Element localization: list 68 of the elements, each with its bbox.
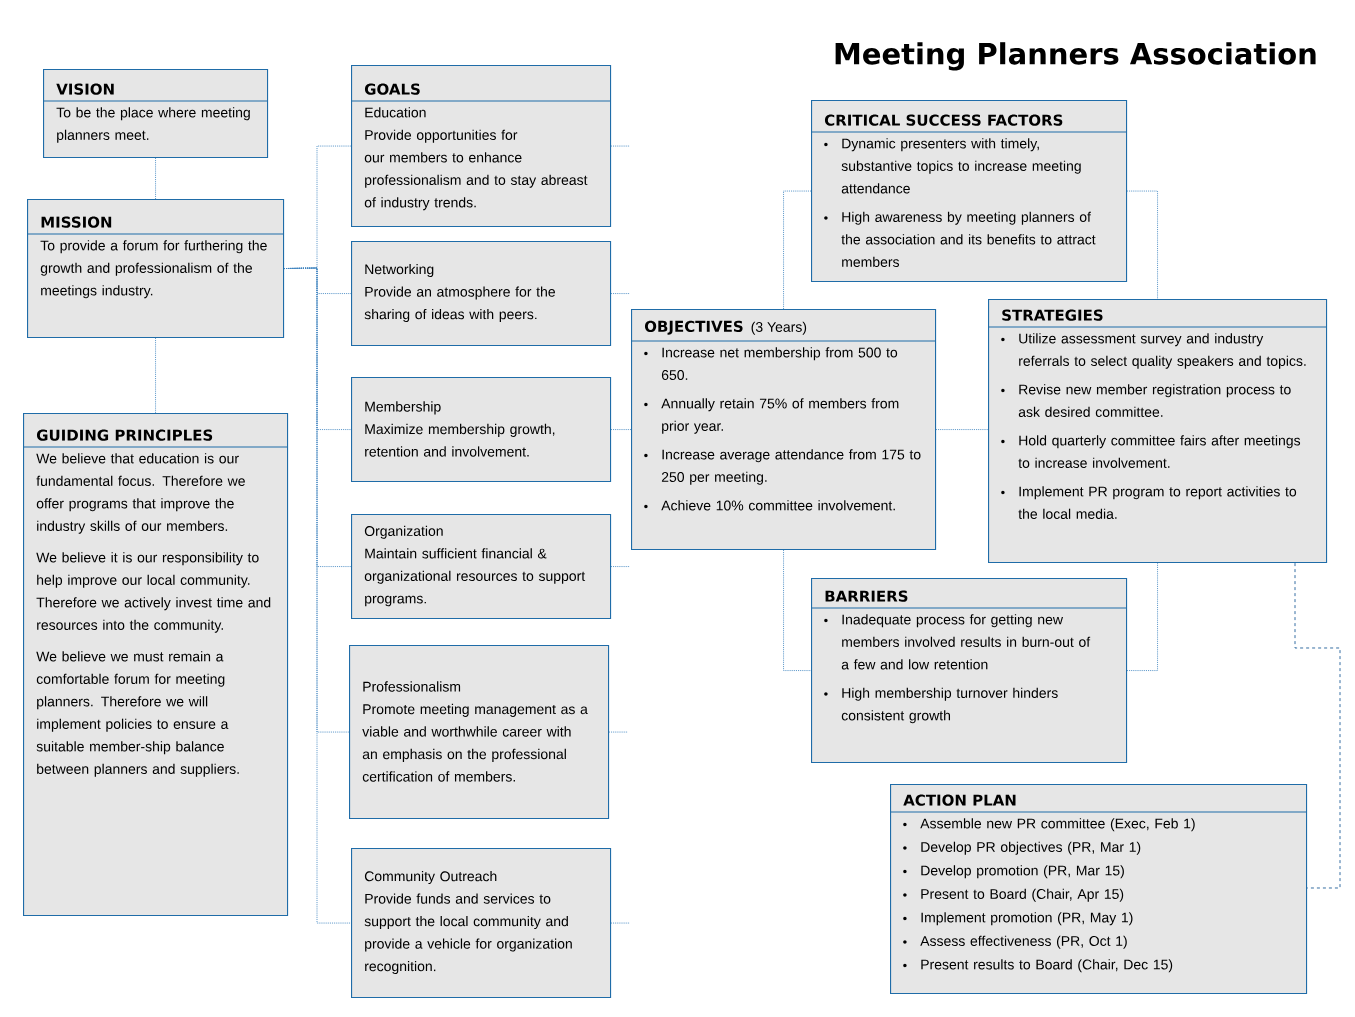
connector-line bbox=[155, 157, 156, 200]
text-box bbox=[351, 514, 612, 620]
bullet-list: Utilize assessment survey and industry referrals to select quality speakers and topics. Revise new member registration process to ask desired committee. Hold quarterly committee fairs after meetings to increase involvement. Implement PR program to report activities to the local media. bbox=[1001, 333, 1306, 519]
node-label: Revise new member registration process to ask desired committee. bbox=[1018, 384, 1291, 417]
node-label: Increase net membership from 500 to 650. bbox=[661, 347, 898, 380]
node-label: Develop promotion (PR, Mar 15) bbox=[921, 865, 1124, 879]
connector-line bbox=[608, 731, 628, 733]
text-box bbox=[26, 199, 285, 339]
connector-line bbox=[783, 549, 812, 671]
text-box bbox=[351, 848, 612, 999]
title: Meeting Planners Association bbox=[835, 42, 1316, 71]
box-heading: MISSION bbox=[41, 216, 112, 228]
body-text: Community Outreach Provide funds and services to support the local community and provide a vehicle for organization recognition. bbox=[364, 870, 572, 974]
node-label: Hold quarterly committee fairs after meetings to increase involvement. bbox=[1018, 435, 1301, 468]
box-heading: GOALS bbox=[364, 83, 420, 95]
box-heading: BARRIERS bbox=[825, 590, 908, 602]
body-text: Networking Provide an atmosphere for the sharing of ideas with peers. bbox=[364, 263, 555, 322]
connector-line bbox=[610, 293, 630, 294]
node-label: Implement PR program to report activities to the local media. bbox=[1018, 486, 1297, 519]
connector-line bbox=[155, 337, 156, 414]
connector-line bbox=[1294, 562, 1341, 889]
bullet-list: Inadequate process for getting new members involved results in burn-out of a few and low retention High membership turnover hinders consistent growth bbox=[824, 614, 1091, 724]
connector-line bbox=[1126, 562, 1158, 671]
box-heading: GUIDING PRINCIPLES bbox=[36, 429, 213, 441]
bullet-list: Assemble new PR committee (Exec, Feb 1) Develop PR objectives (PR, Mar 1) Develop promotion (PR, Mar 15) Present to Board (Chair, Apr 15) Implement promotion (PR, May 1) Assess effectiveness (PR, Oct 1) Present results to Board (Chair, Dec 15) bbox=[903, 818, 1195, 973]
node-label: Implement promotion (PR, May 1) bbox=[921, 912, 1133, 926]
node-label: Present to Board (Chair, Apr 15) bbox=[921, 888, 1124, 902]
node-label: Present results to Board (Chair, Dec 15) bbox=[921, 959, 1173, 973]
body-text: Organization Maintain sufficient financial & organizational resources to support programs. bbox=[364, 525, 586, 607]
box-heading: VISION bbox=[56, 83, 114, 95]
text-box bbox=[630, 309, 937, 551]
node-label: Develop PR objectives (PR, Mar 1) bbox=[921, 841, 1141, 855]
connector-line bbox=[610, 145, 630, 147]
node-label: Achieve 10% committee involvement. bbox=[661, 500, 895, 511]
box-heading: CRITICAL SUCCESS FACTORS bbox=[824, 114, 1063, 126]
bullet-list: Increase net membership from 500 to 650. Annually retain 75% of members from prior year. Increase average attendance from 175 to 250 per meeting. Achieve 10% committee involvement. bbox=[644, 347, 921, 511]
connector-line bbox=[935, 429, 989, 430]
text-box bbox=[810, 100, 1128, 283]
text-box bbox=[351, 377, 612, 483]
box-heading: OBJECTIVES (3 Years) bbox=[644, 320, 807, 335]
body-text: We believe that education is our fundamental focus. Therefore we offer programs that improve the industry skills of our members. We believe it is our responsibility to help improve our local community. Therefore we actively invest time and resources into the community. We believe we must remain a comfortable forum for meeting planners. Therefore we will implement policies to ensure a suitable member-ship balance between planners and suppliers. bbox=[36, 453, 271, 777]
connector-line bbox=[783, 190, 812, 310]
text-box bbox=[889, 784, 1308, 995]
node-label: Assess effectiveness (PR, Oct 1) bbox=[920, 935, 1127, 949]
connector-line bbox=[610, 922, 630, 924]
connector-line bbox=[283, 267, 352, 924]
text-box bbox=[351, 241, 612, 347]
box-heading: ACTION PLAN bbox=[903, 794, 1016, 806]
text-box bbox=[22, 413, 289, 917]
node-label: Increase average attendance from 175 to 250 per meeting. bbox=[661, 449, 921, 485]
node-label: Annually retain 75% of members from prior year. bbox=[661, 398, 899, 434]
text-box bbox=[987, 299, 1328, 564]
text-box bbox=[350, 65, 612, 228]
connector-line bbox=[610, 429, 632, 430]
text-box bbox=[810, 578, 1128, 764]
node-label: Assemble new PR committee (Exec, Feb 1) bbox=[920, 818, 1195, 832]
bullet-list: Dynamic presenters with timely, substantive topics to increase meeting attendance High awareness by meeting planners of the association and its benefits to attract members bbox=[824, 138, 1096, 267]
text-box bbox=[42, 69, 269, 159]
node-label: Utilize assessment survey and industry referrals to select quality speakers and topics. bbox=[1019, 333, 1306, 369]
body-text: Professionalism Promote meeting management as a viable and worthwhile career with an emphasis on the professional certification of members. bbox=[362, 681, 588, 782]
text-box bbox=[349, 645, 610, 820]
body-text: Membership Maximize membership growth, retention and involvement. bbox=[365, 401, 555, 457]
connector-line bbox=[610, 566, 630, 567]
body-text: To be the place where meeting planners meet. bbox=[56, 107, 250, 143]
box-heading: STRATEGIES bbox=[1002, 309, 1103, 321]
body-text: To provide a forum for furthering the growth and professionalism of the meetings industry. bbox=[40, 240, 267, 299]
connector-line bbox=[1126, 190, 1158, 300]
body-text: Education Provide opportunities for our members to enhance professionalism and to stay abreast of industry trends. bbox=[364, 107, 588, 211]
